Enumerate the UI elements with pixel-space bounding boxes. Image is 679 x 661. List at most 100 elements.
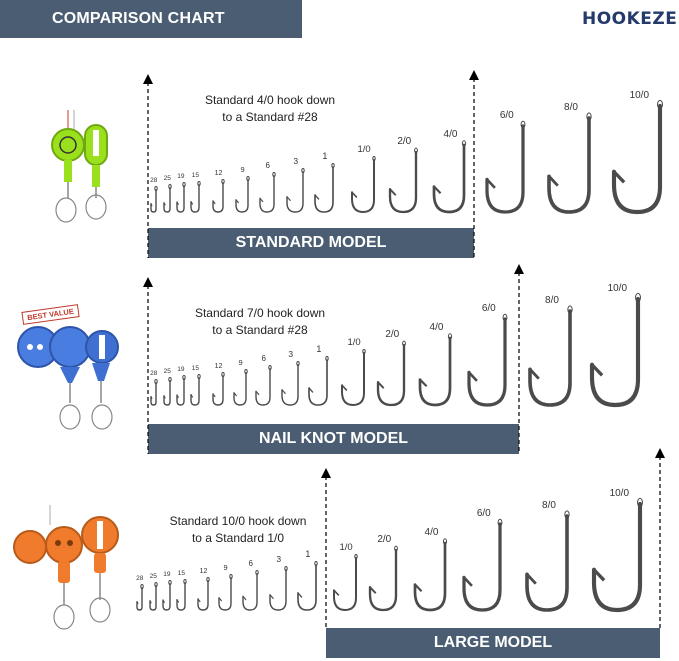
hook-eye — [296, 361, 300, 366]
hook-eye — [255, 570, 259, 575]
hook-shape — [259, 175, 275, 213]
hook-shape — [163, 380, 171, 406]
range-arrowhead — [143, 74, 153, 84]
hook-size-label: 19 — [163, 571, 171, 578]
hook-eye — [154, 582, 158, 587]
hook-eye — [325, 356, 329, 361]
large-tool-image — [13, 505, 119, 630]
hook-eye — [567, 305, 573, 314]
hook-barb — [163, 202, 166, 206]
hook-size-label: 10/0 — [610, 488, 630, 499]
hook-eye — [635, 292, 641, 303]
hook-barb — [525, 573, 537, 585]
model-band: STANDARD MODEL — [148, 228, 474, 258]
hook-size-label: 4/0 — [430, 322, 444, 333]
hook-size-label: 1/0 — [357, 144, 370, 155]
range-arrowhead — [321, 468, 331, 478]
hook-barb — [255, 390, 260, 396]
model-band: LARGE MODEL — [326, 628, 660, 658]
hook-size-label: 10/0 — [630, 90, 650, 101]
hook-size-label: 6 — [265, 161, 270, 170]
hook-size-label: 25 — [150, 573, 158, 580]
hook-eye — [402, 340, 406, 347]
hook-eye — [284, 566, 288, 571]
hook-barb — [286, 196, 291, 202]
hook-eye — [140, 584, 144, 589]
hook-size-label: 4/0 — [425, 527, 439, 538]
hook-size-label: 9 — [239, 358, 243, 367]
hook-shape — [269, 569, 287, 611]
hook-size-label: 1 — [322, 151, 327, 161]
hook-eye — [206, 577, 210, 582]
hook-eye — [520, 120, 526, 129]
hook-eye — [447, 333, 453, 340]
hook-shape — [242, 573, 258, 611]
hook-barb — [197, 598, 201, 603]
hook-shape — [218, 577, 232, 611]
hook-shape — [314, 166, 334, 213]
hook-eye — [244, 369, 248, 374]
hook-shape — [176, 185, 185, 213]
best-value-badge: BEST VALUE — [21, 304, 80, 325]
hook-eye — [154, 186, 158, 191]
hook-eye — [229, 574, 233, 579]
hook-barb — [242, 595, 247, 601]
hook-barb — [162, 599, 166, 604]
hook-barb — [176, 394, 180, 399]
hook-barb — [389, 188, 397, 196]
header-bar: COMPARISON CHART — [0, 0, 302, 38]
hook-size-label: 3 — [293, 156, 298, 166]
hook-barb — [259, 197, 264, 203]
hook-barb — [314, 194, 320, 200]
hook-eye — [414, 147, 418, 154]
hook-barb — [528, 368, 540, 380]
hook-size-label: 4/0 — [444, 129, 458, 140]
hook-eye — [331, 163, 335, 168]
hook-eye — [168, 580, 172, 585]
hook-eye — [154, 379, 158, 384]
hook-eye — [221, 372, 225, 377]
hook-eye — [301, 168, 305, 173]
hook-barb — [212, 200, 216, 205]
hook-shape — [136, 587, 143, 611]
hook-eye — [197, 181, 201, 186]
hook-shape — [589, 296, 641, 408]
hook-size-label: 2/0 — [385, 329, 399, 340]
description-line: Standard 10/0 hook down — [169, 514, 307, 528]
range-arrowhead — [469, 70, 479, 80]
hook-barb — [592, 568, 606, 582]
hook-shape — [286, 171, 304, 213]
hook-barb — [136, 601, 139, 605]
row-description: Standard 4/0 hook down to a Standard #28 — [170, 92, 370, 126]
description-line: to a Standard 1/0 — [191, 531, 285, 545]
hook-barb — [369, 586, 377, 594]
hook-eye — [221, 179, 225, 184]
hook-shape — [376, 343, 406, 407]
hook-size-label: 6 — [261, 354, 266, 363]
standard-tool-image — [51, 110, 108, 223]
hook-size-label: 28 — [136, 575, 144, 582]
hook-eye — [442, 538, 448, 545]
hook-shape — [333, 557, 357, 611]
row-description: Standard 10/0 hook down to a Standard 1/… — [138, 513, 338, 547]
hook-barb — [233, 392, 238, 397]
hook-eye — [362, 349, 366, 354]
hook-size-label: 10/0 — [608, 283, 628, 294]
hook-size-label: 12 — [215, 170, 223, 177]
hook-size-label: 28 — [150, 177, 158, 184]
hook-shape — [235, 179, 249, 213]
hook-barb — [218, 597, 223, 602]
hook-size-label: 8/0 — [545, 295, 559, 306]
hook-barb — [351, 191, 358, 198]
hook-size-label: 2/0 — [377, 534, 391, 545]
hook-barb — [212, 393, 216, 398]
hook-eye — [168, 184, 172, 189]
hook-barb — [547, 175, 559, 187]
hook-shape — [418, 336, 452, 407]
hook-size-label: 1 — [305, 549, 310, 559]
hook-eye — [314, 561, 318, 566]
hook-shape — [611, 103, 663, 215]
hook-size-label: 12 — [215, 363, 223, 370]
hook-barb — [463, 576, 473, 587]
range-arrowhead — [143, 277, 153, 287]
